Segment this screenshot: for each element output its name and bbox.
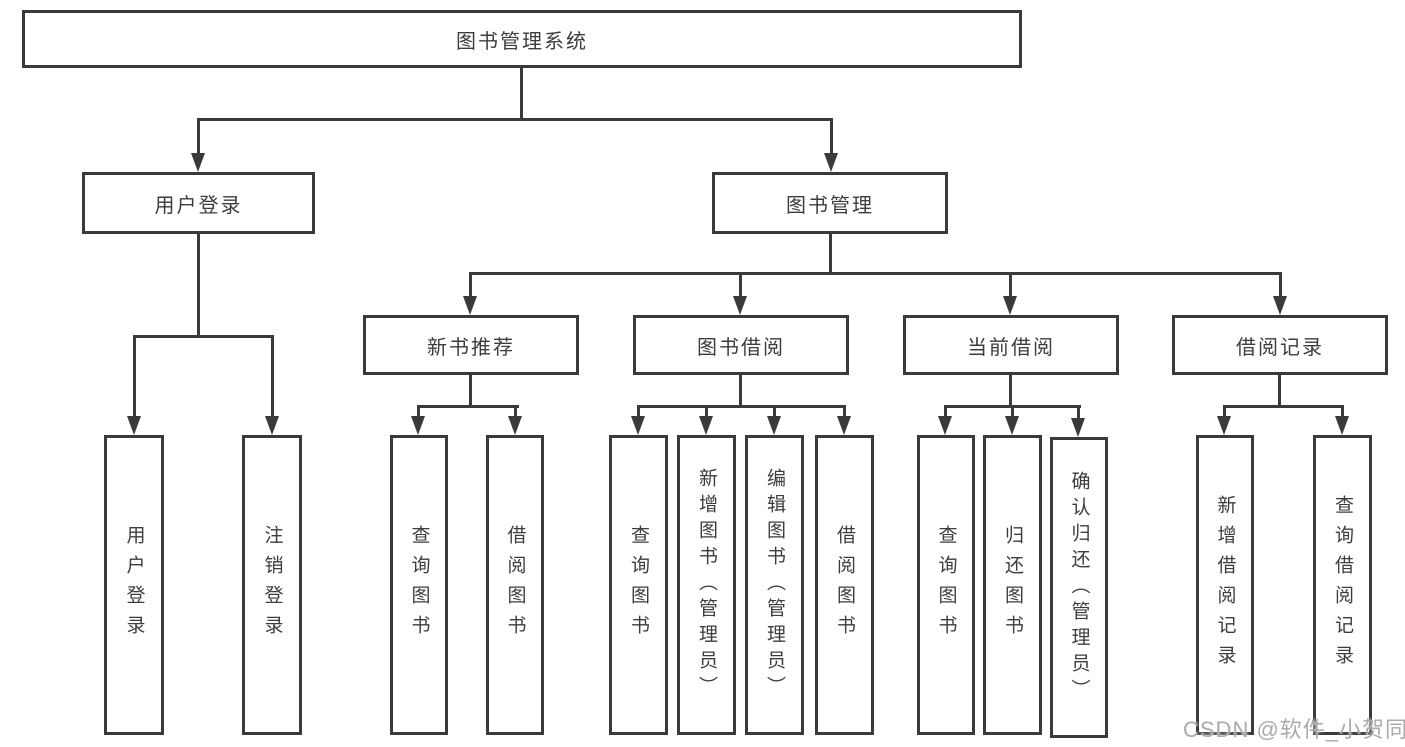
- connector-line: [637, 405, 640, 418]
- node-label: 查询图书: [935, 525, 957, 645]
- connector-line: [469, 272, 472, 298]
- connector-line: [1009, 272, 1012, 298]
- node-label: 用户登录: [123, 525, 145, 645]
- leaf-return-books: 归还图书: [983, 435, 1042, 735]
- connector-line: [1077, 405, 1080, 418]
- node-library-system: 图书管理系统: [22, 10, 1022, 68]
- node-label: 图书管理系统: [456, 30, 588, 53]
- node-label: 借阅图书: [504, 525, 526, 645]
- connector-line: [843, 405, 846, 418]
- connector-line: [705, 405, 708, 418]
- node-book-management: 图书管理: [712, 172, 948, 234]
- leaf-query-borrow-record: 查询借阅记录: [1313, 435, 1372, 735]
- leaf-query-books-current: 查询图书: [917, 435, 975, 735]
- connector-line: [469, 375, 472, 407]
- node-user-login: 用户登录: [82, 172, 315, 234]
- leaf-borrow-books-recommend: 借阅图书: [486, 435, 544, 735]
- arrow-down-icon: [1217, 416, 1231, 435]
- node-borrowing-records: 借阅记录: [1172, 315, 1388, 375]
- node-label: 用户登录: [154, 194, 243, 217]
- connector-line: [469, 272, 1282, 275]
- node-label: 新增图书（管理员）: [696, 468, 717, 702]
- node-label: 新增借阅记录: [1214, 495, 1236, 675]
- arrow-down-icon: [767, 416, 781, 435]
- arrow-down-icon: [1003, 296, 1017, 315]
- node-label: 编辑图书（管理员）: [764, 468, 785, 702]
- connector-line: [271, 335, 274, 416]
- connector-line: [830, 118, 833, 156]
- arrow-down-icon: [824, 153, 838, 172]
- arrow-down-icon: [1335, 416, 1349, 435]
- leaf-edit-book-admin: 编辑图书（管理员）: [745, 435, 804, 735]
- connector-line: [1223, 405, 1226, 418]
- connector-line: [773, 405, 776, 418]
- arrow-down-icon: [938, 416, 952, 435]
- csdn-watermark: CSDN @软件_小贺同学: [1183, 717, 1405, 742]
- node-label: 归还图书: [1002, 525, 1023, 645]
- arrow-down-icon: [1005, 416, 1019, 435]
- arrow-down-icon: [1273, 296, 1287, 315]
- connector-line: [1011, 405, 1014, 418]
- leaf-add-borrow-record: 新增借阅记录: [1196, 435, 1254, 735]
- connector-line: [829, 234, 832, 274]
- connector-line: [1278, 375, 1281, 407]
- leaf-logout: 注销登录: [242, 435, 302, 735]
- connector-line: [197, 118, 200, 156]
- leaf-confirm-return-admin: 确认归还（管理员）: [1050, 437, 1108, 738]
- arrow-down-icon: [508, 416, 522, 435]
- node-label: 新书推荐: [427, 336, 515, 359]
- node-label: 确认归还（管理员）: [1068, 470, 1090, 705]
- connector-line: [133, 335, 136, 416]
- connector-line: [133, 335, 274, 338]
- leaf-user-login: 用户登录: [104, 435, 164, 735]
- connector-line: [514, 405, 517, 418]
- connector-line: [739, 375, 742, 407]
- connector-line: [417, 405, 519, 408]
- connector-line: [520, 68, 523, 120]
- connector-line: [637, 405, 846, 408]
- connector-line: [739, 272, 742, 298]
- leaf-add-book-admin: 新增图书（管理员）: [677, 435, 736, 735]
- node-label: 查询图书: [628, 525, 649, 645]
- leaf-query-books-borrowing: 查询图书: [609, 435, 668, 735]
- node-new-book-recommend: 新书推荐: [363, 315, 579, 375]
- node-label: 当前借阅: [967, 336, 1055, 359]
- connector-line: [944, 405, 947, 418]
- connector-line: [1341, 405, 1344, 418]
- arrow-down-icon: [265, 416, 279, 435]
- connector-line: [197, 234, 200, 337]
- node-label: 借阅图书: [834, 525, 855, 645]
- arrow-down-icon: [631, 416, 645, 435]
- arrow-down-icon: [733, 296, 747, 315]
- connector-line: [1009, 375, 1012, 407]
- connector-line: [1223, 405, 1344, 408]
- node-label: 借阅记录: [1236, 336, 1324, 359]
- arrow-down-icon: [699, 416, 713, 435]
- node-current-borrowing: 当前借阅: [903, 315, 1119, 375]
- node-label: 查询借阅记录: [1332, 495, 1353, 675]
- arrow-down-icon: [837, 416, 851, 435]
- connector-line: [197, 118, 833, 121]
- node-label: 注销登录: [261, 525, 283, 645]
- connector-line: [417, 405, 420, 418]
- node-book-borrowing: 图书借阅: [633, 315, 849, 375]
- arrow-down-icon: [1071, 418, 1085, 437]
- leaf-borrow-books-borrowing: 借阅图书: [815, 435, 874, 735]
- arrow-down-icon: [411, 416, 425, 435]
- arrow-down-icon: [463, 296, 477, 315]
- arrow-down-icon: [191, 153, 205, 172]
- node-label: 图书借阅: [697, 336, 785, 359]
- node-label: 图书管理: [786, 194, 874, 217]
- node-label: 查询图书: [408, 525, 430, 645]
- connector-line: [1279, 272, 1282, 298]
- leaf-query-books-recommend: 查询图书: [390, 435, 448, 735]
- arrow-down-icon: [127, 416, 141, 435]
